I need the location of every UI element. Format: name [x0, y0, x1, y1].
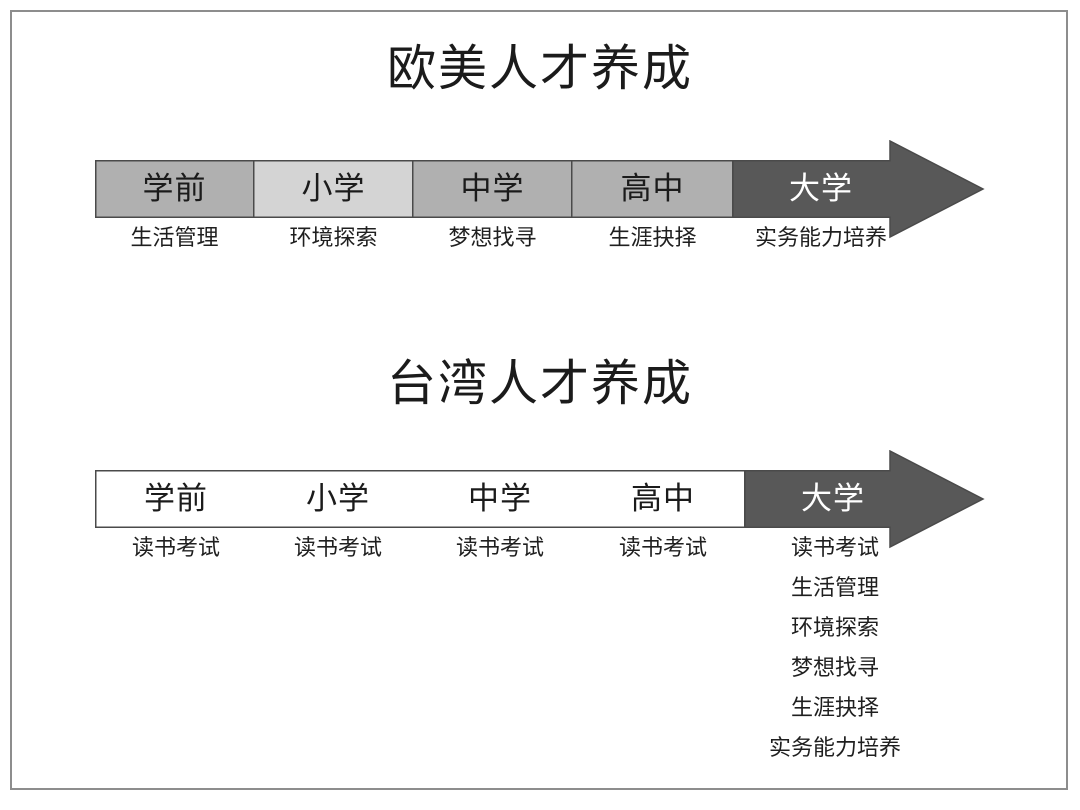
segment-sublabel-taiwan-1: 读书考试: [293, 535, 382, 560]
segment-sublabel-western-4: 实务能力培养: [754, 225, 887, 250]
process-arrow-western: 学前 小学 中学 高中 大学 生活管理 环境探索 梦想找寻 生涯抉择 实务能力培…: [95, 140, 985, 255]
segment-sublabel-stack-taiwan-4: 读书考试 生活管理 环境探索 梦想找寻 生涯抉择 实务能力培养: [745, 528, 925, 768]
segment-arrowhead-taiwan-4[interactable]: [744, 450, 985, 549]
arrow-shape-taiwan: [95, 450, 985, 549]
page-border-frame: [10, 10, 1068, 790]
segment-rect-western-2[interactable]: [412, 160, 573, 218]
section-title-western: 欧美人才养成: [386, 42, 693, 96]
segment-arrowhead-western-4[interactable]: [732, 140, 985, 239]
segment-sublabel-western-0: 生活管理: [130, 225, 219, 250]
sublabel-taiwan-4-4: 生涯抉择: [790, 695, 879, 720]
segment-rect-western-1[interactable]: [253, 160, 414, 218]
segment-sublabel-western-3: 生涯抉择: [608, 225, 697, 250]
segment-sublabel-western-1: 环境探索: [289, 225, 378, 250]
arrow-shape-western: [95, 140, 985, 239]
sublabel-taiwan-4-2: 环境探索: [790, 615, 879, 640]
segment-sublabel-taiwan-2: 读书考试: [455, 535, 544, 560]
segment-sublabel-taiwan-3: 读书考试: [618, 535, 707, 560]
sublabel-taiwan-4-0: 读书考试: [790, 535, 879, 560]
segment-rect-taiwan-shaft[interactable]: [95, 470, 746, 528]
sublabel-taiwan-4-5: 实务能力培养: [768, 735, 901, 760]
section-title-taiwan: 台湾人才养成: [386, 357, 693, 411]
segment-sublabel-taiwan-0: 读书考试: [131, 535, 220, 560]
segment-sublabel-western-2: 梦想找寻: [448, 225, 537, 250]
segment-rect-western-3[interactable]: [571, 160, 734, 218]
segment-rect-western-0[interactable]: [95, 160, 255, 218]
sublabel-taiwan-4-3: 梦想找寻: [790, 655, 879, 680]
sublabel-taiwan-4-1: 生活管理: [790, 575, 879, 600]
process-arrow-taiwan: 学前 小学 中学 高中 大学 读书考试 读书考试 读书考试 读书考试 读书考试 …: [95, 450, 985, 760]
